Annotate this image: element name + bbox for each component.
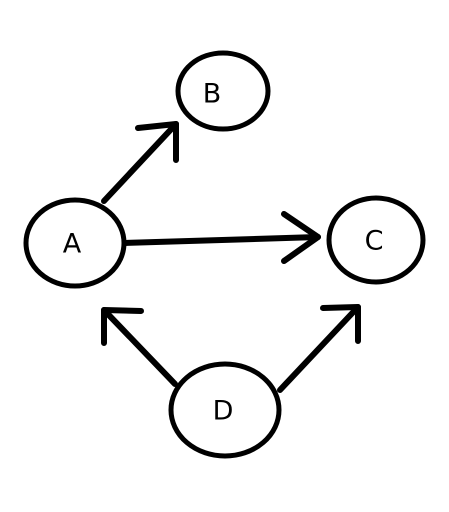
edge-line bbox=[121, 234, 321, 246]
edge-a-to-c bbox=[121, 211, 321, 264]
node-a: A bbox=[23, 197, 127, 289]
arrow-head bbox=[320, 304, 361, 344]
node-c-circle bbox=[326, 195, 426, 285]
edge-d-to-a bbox=[101, 307, 178, 387]
node-d: D bbox=[168, 361, 282, 459]
node-b-label: B bbox=[203, 79, 222, 110]
edge-line bbox=[277, 304, 361, 393]
edge-d-to-c bbox=[277, 304, 361, 393]
node-a-circle bbox=[23, 197, 127, 289]
edge-line bbox=[101, 121, 179, 204]
node-b: B bbox=[175, 50, 271, 132]
arrow-head bbox=[101, 307, 144, 346]
node-b-circle bbox=[175, 50, 271, 132]
edge-line bbox=[101, 307, 178, 387]
arrow-head bbox=[135, 121, 179, 163]
arrow-head bbox=[281, 211, 321, 264]
node-c: C bbox=[326, 195, 426, 285]
node-a-label: A bbox=[63, 229, 82, 260]
node-d-circle bbox=[168, 361, 282, 459]
nodes: B A C D bbox=[23, 50, 426, 459]
node-c-label: C bbox=[365, 226, 384, 257]
edges bbox=[101, 121, 361, 393]
edge-a-to-b bbox=[101, 121, 179, 204]
node-d-label: D bbox=[213, 396, 234, 427]
